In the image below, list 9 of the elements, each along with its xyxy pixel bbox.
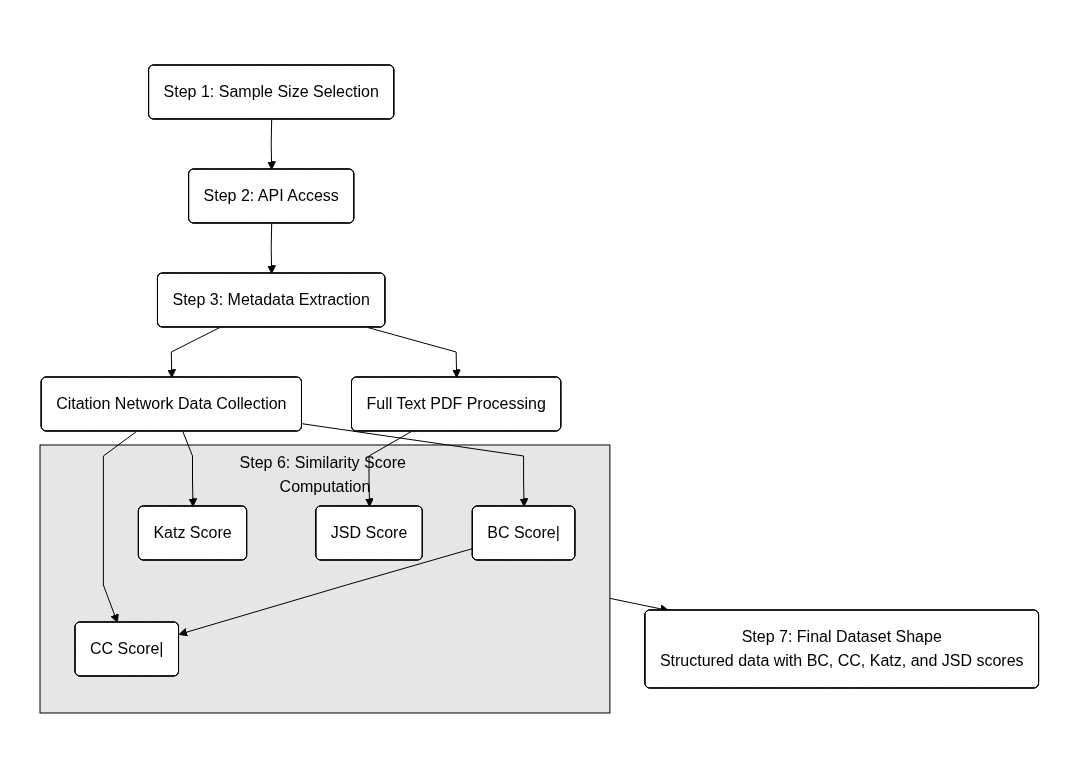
arrow — [301, 422, 529, 507]
arrow — [267, 222, 277, 274]
arrow — [267, 118, 277, 170]
arrow — [167, 326, 221, 378]
arrow — [365, 430, 413, 507]
arrow — [367, 326, 462, 378]
arrow — [178, 547, 474, 636]
arrow — [103, 430, 138, 623]
arrow — [182, 430, 198, 507]
